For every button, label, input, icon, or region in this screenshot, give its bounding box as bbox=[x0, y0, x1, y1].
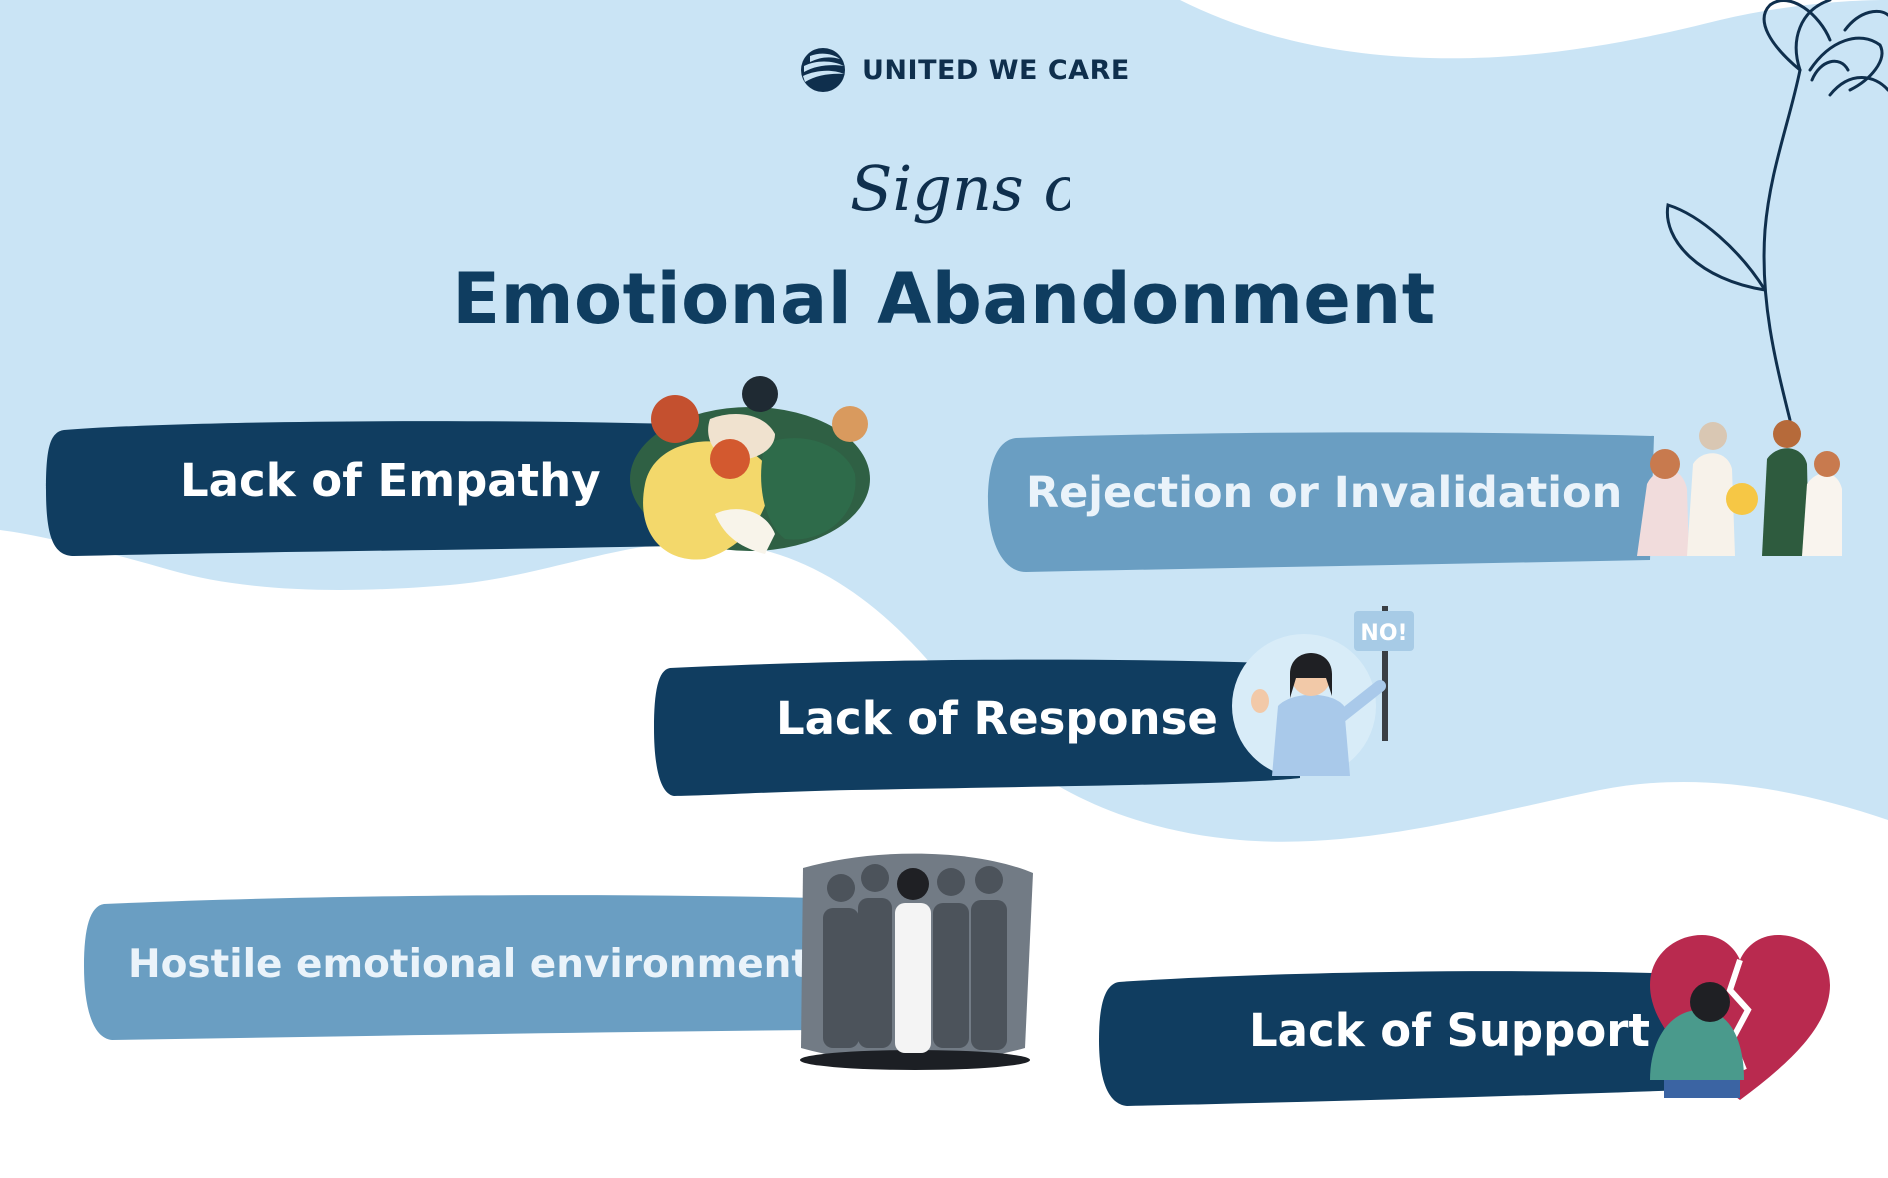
crowd-mocking-crying-woman-illustration bbox=[800, 853, 1033, 1070]
sign-hostile-emotional-environment: Hostile emotional environment bbox=[82, 892, 820, 1042]
sign-lack-of-empathy: Lack of Empathy bbox=[44, 418, 684, 558]
sign-lack-of-support: Lack of Support bbox=[1097, 968, 1695, 1108]
broken-heart-sad-person-illustration bbox=[1650, 935, 1830, 1100]
swirl-globe-icon bbox=[801, 48, 845, 92]
office-team-argument-illustration bbox=[1637, 420, 1842, 556]
sign-lack-of-response: Lack of Response bbox=[652, 656, 1304, 798]
woman-holding-no-sign-illustration: NO! bbox=[1232, 606, 1414, 776]
sign-label: Hostile emotional environment bbox=[128, 942, 811, 987]
script-title-text: Signs of bbox=[850, 152, 1070, 225]
sign-rejection-or-invalidation: Rejection or Invalidation bbox=[986, 430, 1658, 574]
no-sign-text: NO! bbox=[1360, 621, 1407, 646]
sign-label: Lack of Response bbox=[776, 692, 1218, 745]
sign-label: Lack of Support bbox=[1249, 1004, 1650, 1057]
script-title: Signs of bbox=[850, 152, 1070, 225]
flower-line-art bbox=[1665, 0, 1888, 422]
sign-label: Lack of Empathy bbox=[180, 454, 601, 507]
brand-header: UNITED WE CARE bbox=[798, 44, 1130, 96]
strip-shape bbox=[654, 659, 1300, 796]
brand-name: UNITED WE CARE bbox=[862, 54, 1130, 86]
strip-shape bbox=[1099, 971, 1691, 1106]
strip-shape bbox=[46, 421, 680, 556]
sign-label: Rejection or Invalidation bbox=[1026, 468, 1623, 518]
strip-shape bbox=[988, 432, 1654, 572]
group-hug-illustration bbox=[630, 376, 870, 560]
strip-shape bbox=[84, 895, 816, 1040]
main-title: Emotional Abandonment bbox=[452, 258, 1436, 340]
